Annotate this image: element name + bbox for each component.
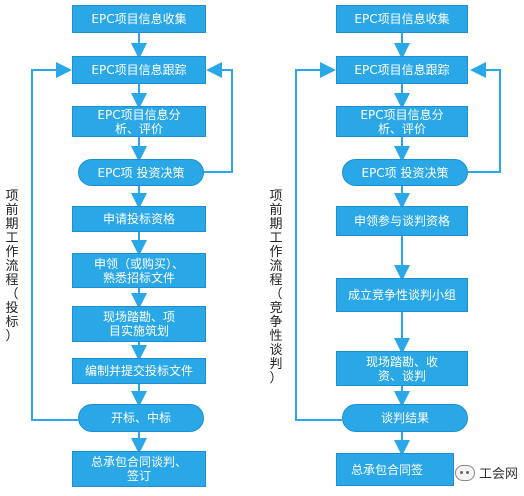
side-label-char: 谈 [269,343,283,358]
left-side-label: 项前期工作流程（投标） [4,190,20,344]
left-step-3: EPC项目信息分析、评价 [72,106,206,137]
side-label-char: 流 [269,259,283,274]
left-step-10: 总承包合同谈判、签订 [72,451,206,487]
right-step-8: 谈判结果 [342,404,468,432]
side-label-char: 竞 [269,301,283,316]
right-step-2: EPC项目信息跟踪 [336,56,468,84]
left-step-6: 申领（或购买）、熟悉招标文件 [72,253,206,288]
side-label-char: ） [5,329,19,344]
side-label-char: 程 [5,273,19,288]
right-step-9: 总承包合同签 [336,453,454,486]
side-label-char: 判 [269,357,283,372]
left-step-8: 编制并提交投标文件 [72,358,206,384]
left-step-2: EPC项目信息跟踪 [72,56,206,84]
right-step-4: EPC项 投资决策 [342,159,468,186]
side-label-char: （ [5,287,19,302]
side-label-char: 前 [5,203,19,218]
side-label-char: 工 [269,231,283,246]
left-step-4: EPC项 投资决策 [78,159,204,186]
left-step-7: 现场踏勘、项目实施筑划 [72,306,206,342]
left-step-1: EPC项目信息收集 [72,5,206,33]
side-label-char: ） [269,371,283,386]
side-label-char: （ [269,287,283,302]
side-label-char: 投 [5,301,19,316]
side-label-char: 作 [5,245,19,260]
right-step-6: 成立竞争性谈判小组 [336,278,468,312]
left-step-9: 开标、中标 [78,404,204,432]
side-label-char: 项 [5,189,19,204]
side-label-char: 性 [269,329,283,344]
right-step-1: EPC项目信息收集 [336,5,468,33]
wechat-icon [454,464,475,481]
right-step-7: 现场踏勘、收资、谈判 [336,351,468,386]
side-label-char: 作 [269,245,283,260]
side-label-char: 争 [269,315,283,330]
right-side-label: 项前期工作流程（竞争性谈判） [268,190,284,386]
side-label-char: 流 [5,259,19,274]
watermark: 工会网 [454,463,518,482]
watermark-text: 工会网 [478,467,518,482]
side-label-char: 前 [269,203,283,218]
right-step-5: 申领参与谈判资格 [336,206,468,236]
right-step-3: EPC项目信息分析、评价 [336,106,468,137]
side-label-char: 程 [269,273,283,288]
left-step-5: 申请投标资格 [72,206,206,232]
side-label-char: 工 [5,231,19,246]
side-label-char: 期 [269,217,283,232]
side-label-char: 项 [269,189,283,204]
side-label-char: 标 [5,315,19,330]
side-label-char: 期 [5,217,19,232]
